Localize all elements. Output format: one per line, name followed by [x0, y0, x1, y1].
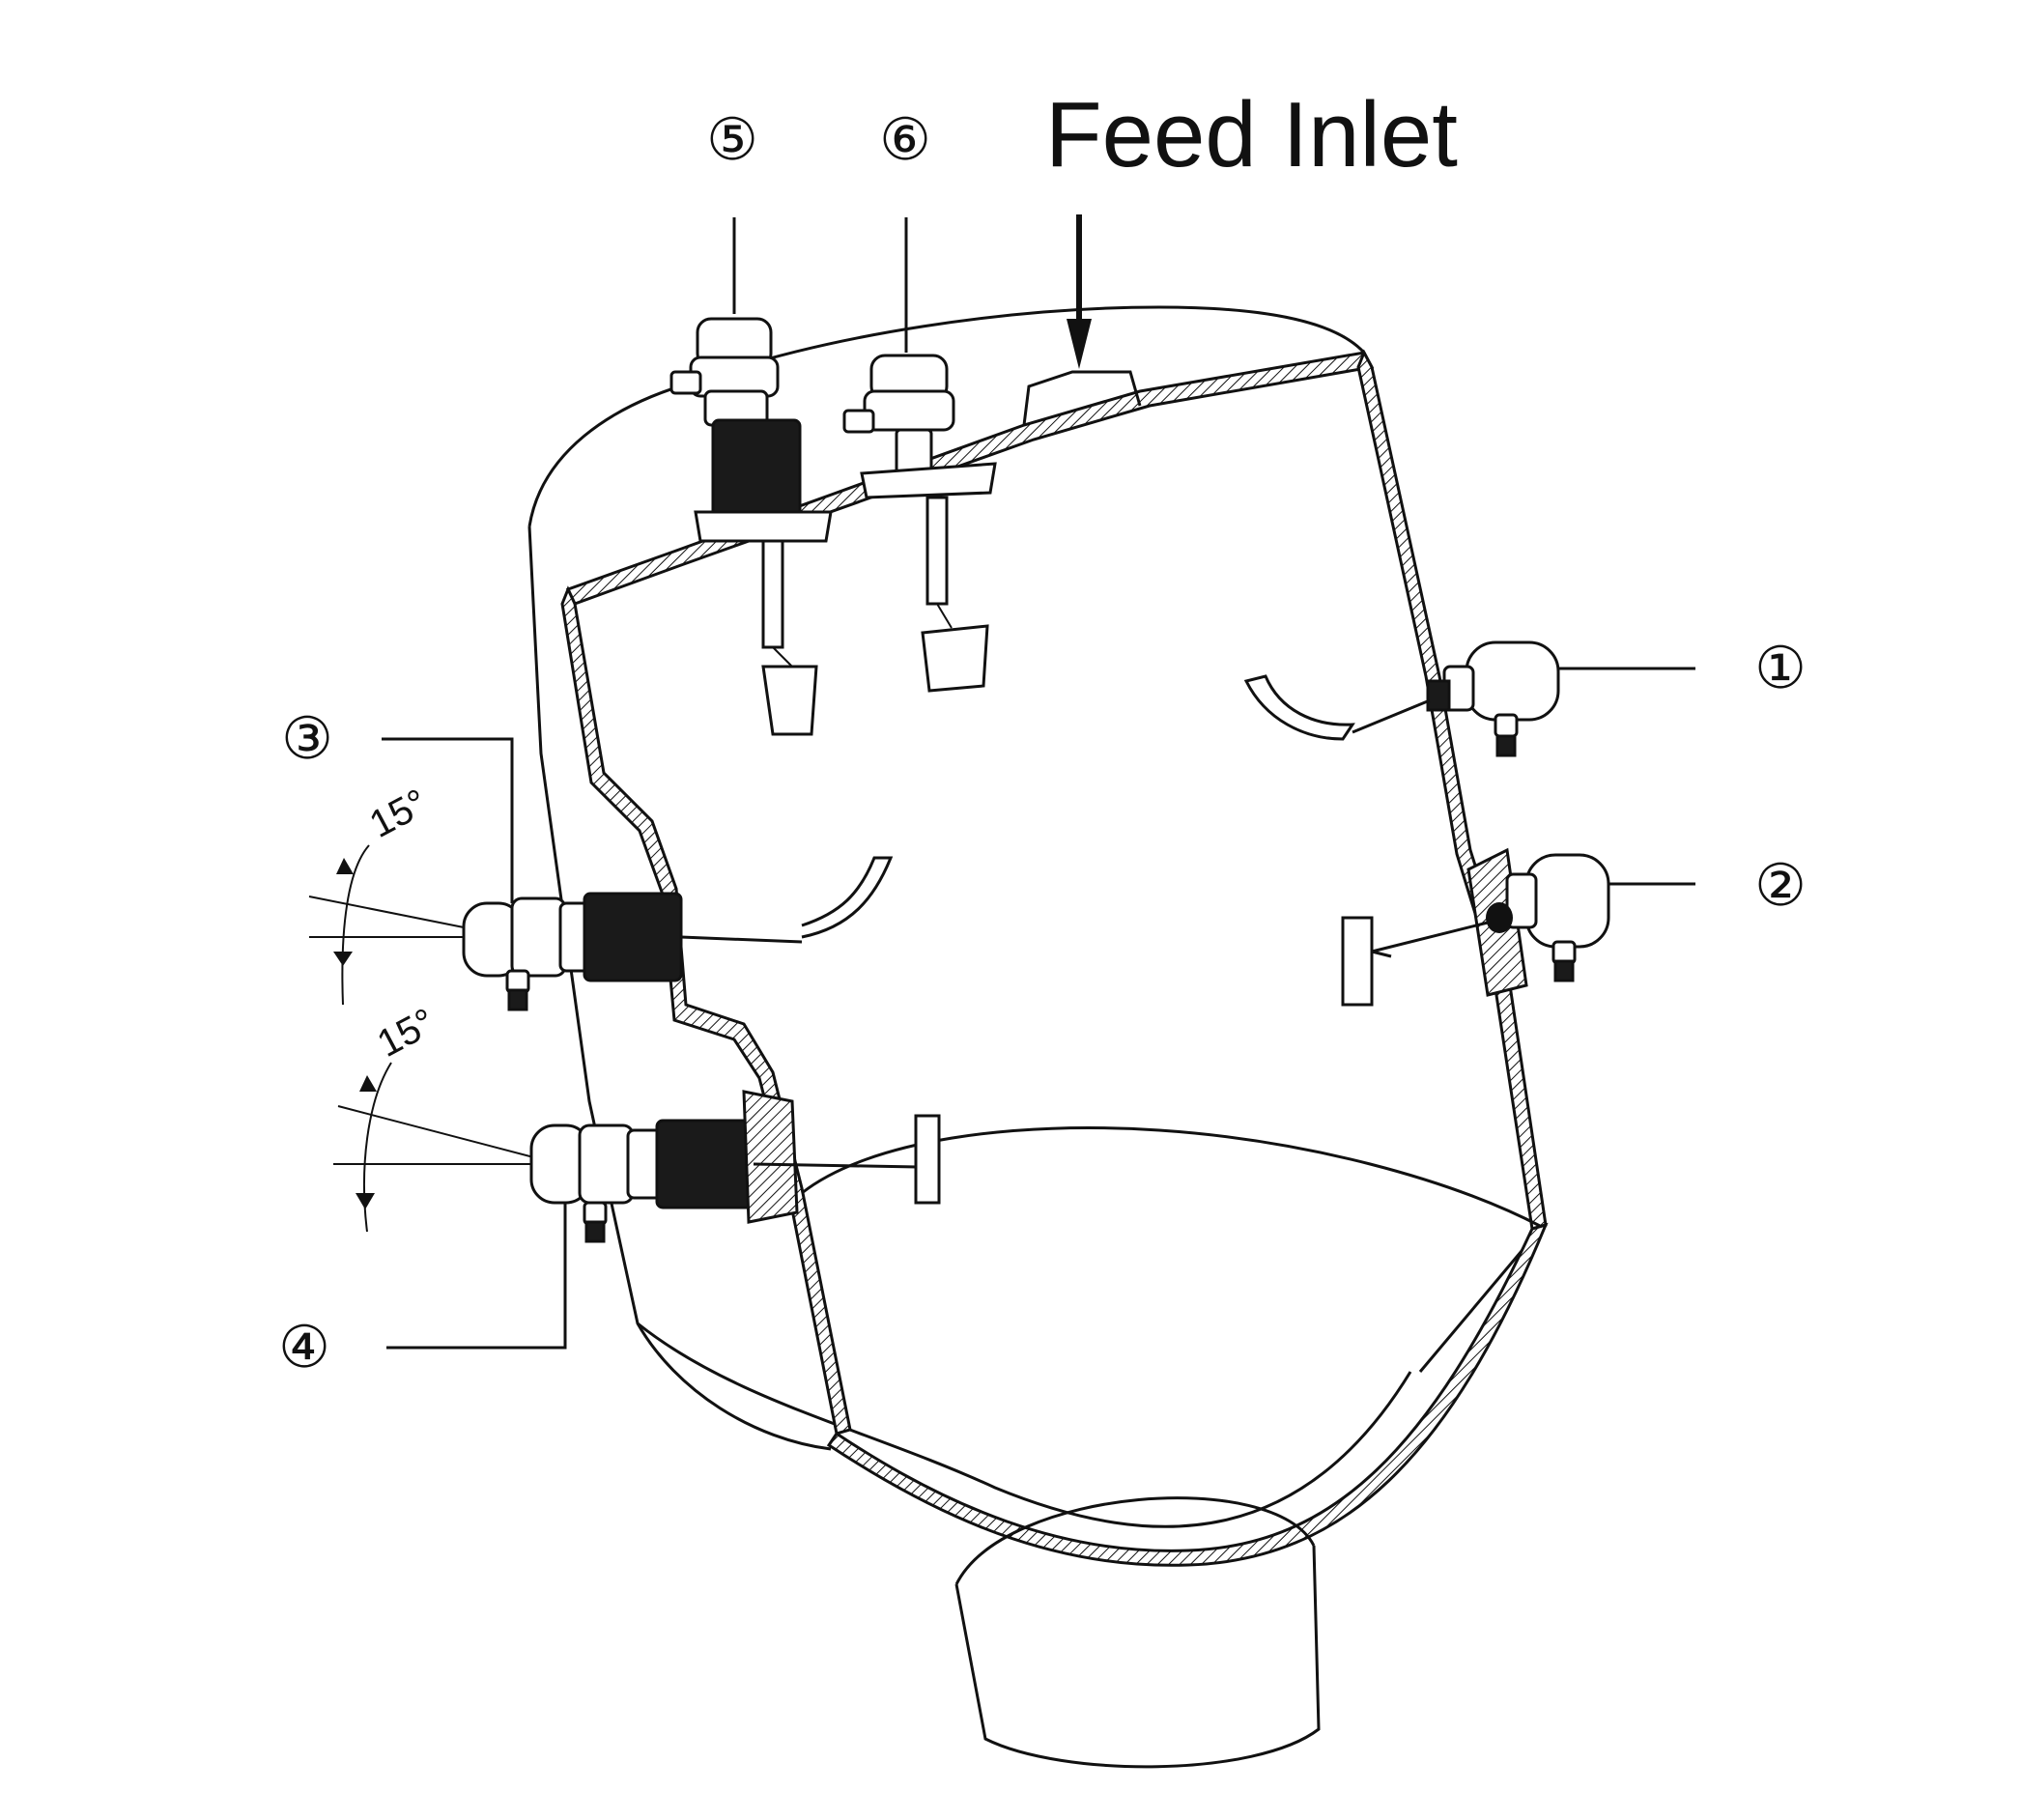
callout-4: ④ — [278, 1314, 330, 1381]
sensor-2 — [1341, 847, 1695, 1007]
svg-text:③: ③ — [281, 705, 333, 773]
sensor-5 — [669, 217, 833, 736]
angle-label-upper: 15° — [363, 782, 435, 846]
sensor-1 — [1243, 640, 1695, 757]
callout-6: ⑥ — [879, 106, 931, 174]
callout-5: ⑤ — [706, 106, 758, 174]
sensor-6 — [842, 217, 997, 693]
svg-text:⑤: ⑤ — [706, 106, 758, 174]
svg-text:⑥: ⑥ — [879, 106, 931, 174]
svg-text:②: ② — [1754, 852, 1807, 920]
sensor-3 — [308, 737, 894, 1011]
callout-1: ① — [1754, 635, 1807, 702]
feed-inlet-arrow — [1067, 214, 1092, 369]
svg-text:①: ① — [1754, 635, 1807, 702]
sensor-4 — [333, 1062, 941, 1350]
callout-2: ② — [1754, 852, 1807, 920]
svg-text:④: ④ — [278, 1314, 330, 1381]
feed-inlet-label: Feed Inlet — [1045, 83, 1458, 186]
angle-label-lower: 15° — [371, 1001, 442, 1066]
callout-3: ③ — [281, 705, 333, 773]
hopper-body — [527, 305, 1549, 1769]
